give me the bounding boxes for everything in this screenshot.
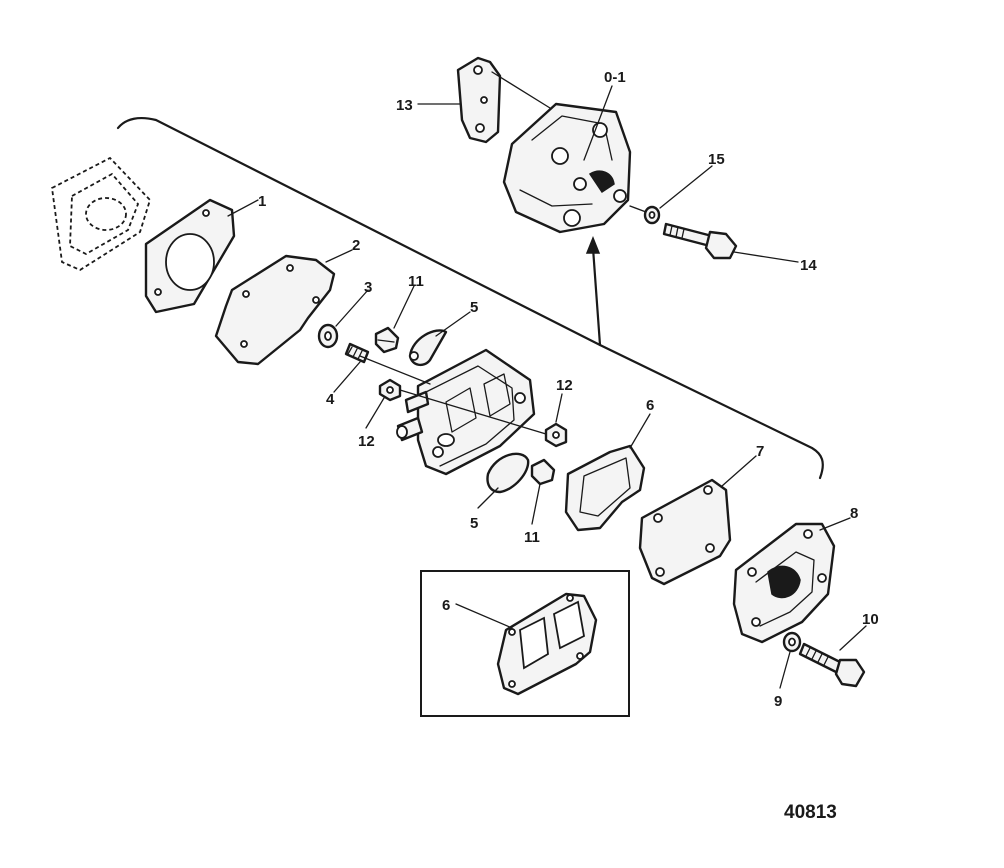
callout-4: 4: [326, 391, 335, 408]
callout-10: 10: [862, 611, 879, 628]
assembly-arrow-shaft: [591, 246, 602, 347]
callout-9: 9: [774, 693, 782, 710]
leader-lines: [227, 85, 867, 689]
part-pump-cover-8: [732, 522, 836, 644]
callout-6: 6: [646, 397, 654, 414]
callout-1: 1: [258, 193, 266, 210]
inset-box: [420, 570, 630, 717]
callout-12-right: 12: [556, 377, 573, 394]
assembly-line-a: [399, 389, 547, 435]
callout-6-inset: 6: [442, 597, 450, 614]
callout-8: 8: [850, 505, 858, 522]
assembly-arrow-head: [585, 235, 601, 254]
part-check-valve-5-bottom: [486, 452, 530, 494]
callout-14: 14: [800, 257, 817, 274]
part-bolt-14: [662, 222, 738, 260]
mounting-base-outline: [51, 156, 152, 272]
part-nut-12-left: [378, 378, 402, 402]
callout-13: 13: [396, 97, 413, 114]
callout-2: 2: [352, 237, 360, 254]
part-washer-3: [317, 323, 339, 349]
callout-5-top: 5: [470, 299, 478, 316]
assembly-line-14: [629, 205, 647, 213]
part-gasket-6-alt: [496, 592, 598, 696]
part-screw-10: [798, 642, 866, 688]
figure-number: 40813: [784, 802, 837, 823]
callout-0-1: 0-1: [604, 69, 626, 86]
part-check-valve-5-top: [408, 329, 448, 367]
part-gasket-1: [144, 198, 236, 314]
part-gasket-13: [456, 56, 502, 144]
part-bolt-11-bottom: [530, 458, 556, 486]
part-screw-4: [344, 342, 370, 364]
part-gasket-6: [564, 444, 646, 532]
part-diaphragm-2: [214, 254, 336, 366]
callout-7: 7: [756, 443, 764, 460]
part-bolt-11-top: [374, 326, 400, 354]
callout-5-bottom: 5: [470, 515, 478, 532]
callout-3: 3: [364, 279, 372, 296]
callout-12-left: 12: [358, 433, 375, 450]
assembly-line-13: [491, 71, 551, 109]
part-nut-12-right: [544, 422, 568, 448]
part-washer-15: [643, 205, 661, 225]
assembled-pump: [502, 102, 632, 234]
callout-11-bottom: 11: [524, 529, 540, 546]
part-cover-plate-7: [638, 478, 732, 586]
callout-15: 15: [708, 151, 725, 168]
part-washer-9: [782, 631, 802, 653]
callout-11-top: 11: [408, 273, 424, 290]
assembly-line-b: [359, 355, 431, 385]
